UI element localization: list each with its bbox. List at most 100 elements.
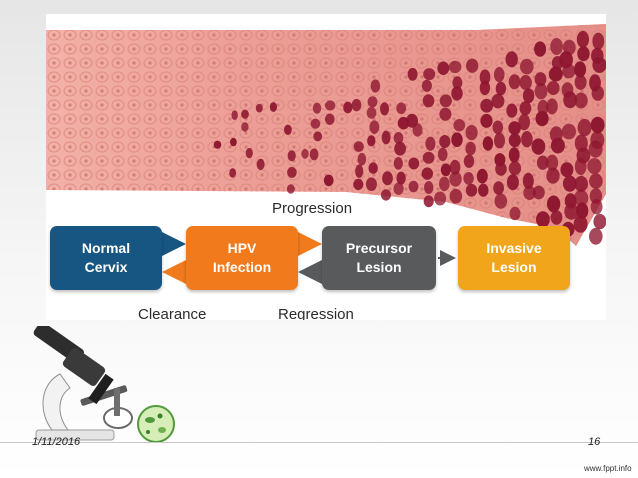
- nucleus: [353, 141, 364, 152]
- nucleus: [550, 210, 563, 225]
- nucleus: [534, 82, 548, 100]
- nucleus: [546, 154, 559, 171]
- nucleus: [494, 193, 508, 209]
- nucleus: [564, 203, 579, 220]
- nucleus: [421, 79, 432, 92]
- stage-precursor-lesion: Precursor Lesion: [322, 226, 436, 290]
- footer-brand: www.fppt.info: [584, 464, 632, 473]
- nucleus: [452, 76, 463, 90]
- nucleus: [518, 113, 530, 131]
- nucleus: [463, 154, 475, 168]
- nucleus: [465, 183, 478, 197]
- nucleus: [521, 131, 533, 148]
- nucleus: [576, 30, 590, 48]
- nucleus: [369, 120, 380, 134]
- nucleus: [534, 41, 547, 57]
- nucleus: [536, 155, 549, 170]
- nucleus: [465, 141, 476, 156]
- nucleus: [574, 74, 587, 90]
- nucleus: [423, 68, 436, 81]
- nucleus: [310, 118, 321, 129]
- nucleus: [287, 150, 296, 162]
- nucleus: [453, 119, 466, 132]
- nucleus: [355, 164, 364, 178]
- nucleus: [313, 131, 323, 142]
- nucleus: [508, 74, 521, 90]
- stage-hpv-infection: HPV Infection: [186, 226, 298, 290]
- nucleus: [574, 175, 588, 192]
- nucleus: [466, 58, 479, 73]
- nucleus: [451, 132, 463, 147]
- nucleus: [422, 151, 435, 164]
- nucleus: [396, 171, 406, 185]
- footer-page-number: 16: [588, 436, 601, 448]
- nucleus: [591, 85, 604, 101]
- nucleus: [463, 172, 474, 185]
- nucleus: [287, 166, 297, 178]
- nucleus: [562, 175, 577, 192]
- nucleus: [480, 98, 494, 113]
- nucleus: [366, 106, 377, 119]
- nucleus: [370, 79, 381, 93]
- nucleus: [548, 66, 563, 82]
- nucleus: [301, 148, 309, 159]
- nucleus: [284, 124, 292, 135]
- progression-label: Progression: [272, 200, 353, 217]
- nucleus: [393, 132, 404, 144]
- nucleus: [478, 183, 489, 197]
- footer-divider: [0, 442, 638, 443]
- nucleus: [230, 137, 237, 147]
- nucleus: [393, 182, 404, 195]
- nucleus: [522, 172, 534, 189]
- nucleus: [546, 195, 561, 213]
- nucleus: [492, 120, 504, 135]
- nucleus: [574, 157, 587, 175]
- nucleus: [439, 135, 451, 148]
- nucleus: [465, 124, 478, 141]
- progression-diagram: Progression Normal Cervix: [46, 14, 606, 320]
- nucleus: [550, 137, 565, 154]
- nucleus: [449, 159, 461, 175]
- nucleus: [343, 101, 353, 114]
- nucleus: [550, 38, 563, 55]
- nucleus: [323, 174, 334, 187]
- nucleus: [382, 171, 393, 186]
- nucleus: [576, 202, 589, 220]
- stage-invasive-lesion-label: Invasive Lesion: [486, 240, 542, 275]
- nucleus: [508, 121, 521, 135]
- nucleus: [562, 63, 576, 79]
- nucleus: [495, 81, 507, 96]
- nucleus: [439, 94, 452, 108]
- nucleus: [256, 158, 265, 170]
- nucleus: [509, 206, 521, 221]
- nucleus: [573, 189, 589, 207]
- nucleus: [479, 69, 491, 85]
- nucleus: [519, 75, 532, 90]
- nucleus: [396, 102, 407, 115]
- nucleus: [546, 167, 560, 184]
- nucleus: [368, 162, 378, 174]
- nucleus: [519, 101, 532, 116]
- nucleus: [522, 88, 535, 104]
- stage-normal-cervix-label: Normal Cervix: [81, 240, 131, 275]
- nucleus: [546, 98, 558, 115]
- nucleus: [592, 57, 606, 73]
- nucleus: [439, 176, 450, 192]
- nucleus: [367, 135, 376, 147]
- nucleus: [353, 178, 364, 190]
- nucleus: [560, 162, 574, 178]
- nucleus: [508, 161, 522, 176]
- nucleus: [505, 51, 518, 68]
- nucleus: [491, 93, 505, 109]
- nucleus: [437, 147, 448, 162]
- nucleus: [408, 180, 419, 193]
- clearance-label: Clearance: [138, 306, 207, 320]
- nucleus: [286, 184, 295, 194]
- regression-label: Regression: [278, 306, 354, 320]
- nucleus: [523, 185, 536, 200]
- nucleus: [479, 80, 491, 96]
- nucleus: [380, 102, 389, 116]
- nucleus: [495, 162, 507, 176]
- footer-date: 1/11/2016: [32, 436, 81, 448]
